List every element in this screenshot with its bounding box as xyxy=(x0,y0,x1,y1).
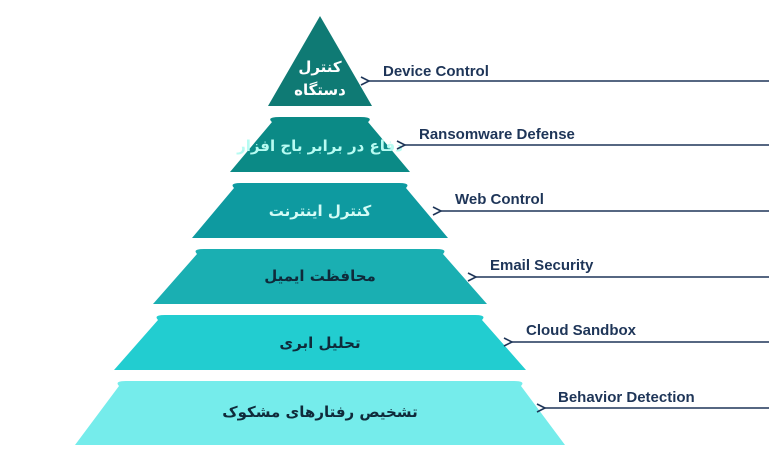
pyramid-tier-device-control: کنترل دستگاه xyxy=(268,16,372,106)
callout-cloud-sandbox: Cloud Sandbox xyxy=(512,322,769,342)
pyramid-tier-email-security: محافظت ایمیل xyxy=(153,249,487,304)
callout-label: Behavior Detection xyxy=(558,389,695,406)
pyramid-tier-web-control: کنترل اینترنت xyxy=(192,183,448,238)
callout-ransomware-defense: Ransomware Defense xyxy=(405,126,769,145)
callout-label: Cloud Sandbox xyxy=(526,322,637,339)
tier-label: کنترل اینترنت xyxy=(269,202,372,220)
tier-label: تشخیص رفتارهای مشکوک xyxy=(222,403,417,421)
tier-shape xyxy=(153,249,487,304)
tier-shape xyxy=(230,117,410,172)
tier-shape xyxy=(75,381,565,445)
tier-label-line-1: کنترل xyxy=(298,58,342,76)
callout-email-security: Email Security xyxy=(476,257,769,277)
callout-behavior-detection: Behavior Detection xyxy=(545,389,769,408)
tier-label: محافظت ایمیل xyxy=(264,267,376,285)
tier-label: تحلیل ابری xyxy=(279,334,360,352)
callout-device-control: Device Control xyxy=(369,63,769,81)
callout-label: Device Control xyxy=(383,63,489,80)
tier-label-line-2: دستگاه xyxy=(294,81,346,99)
pyramid-tier-cloud-sandbox: تحلیل ابری xyxy=(114,315,526,370)
pyramid-tier-behavior-detection: تشخیص رفتارهای مشکوک xyxy=(75,381,565,445)
tier-shape xyxy=(192,183,448,238)
callout-label: Web Control xyxy=(455,191,544,208)
callout-label: Email Security xyxy=(490,257,594,274)
callout-label: Ransomware Defense xyxy=(419,126,575,143)
pyramid-tier-ransomware-defense: دفاع در برابر باج افزار xyxy=(230,117,410,172)
tier-shape xyxy=(268,16,372,106)
tier-shape xyxy=(114,315,526,370)
tier-label: دفاع در برابر باج افزار xyxy=(236,137,403,155)
callout-web-control: Web Control xyxy=(441,191,769,211)
